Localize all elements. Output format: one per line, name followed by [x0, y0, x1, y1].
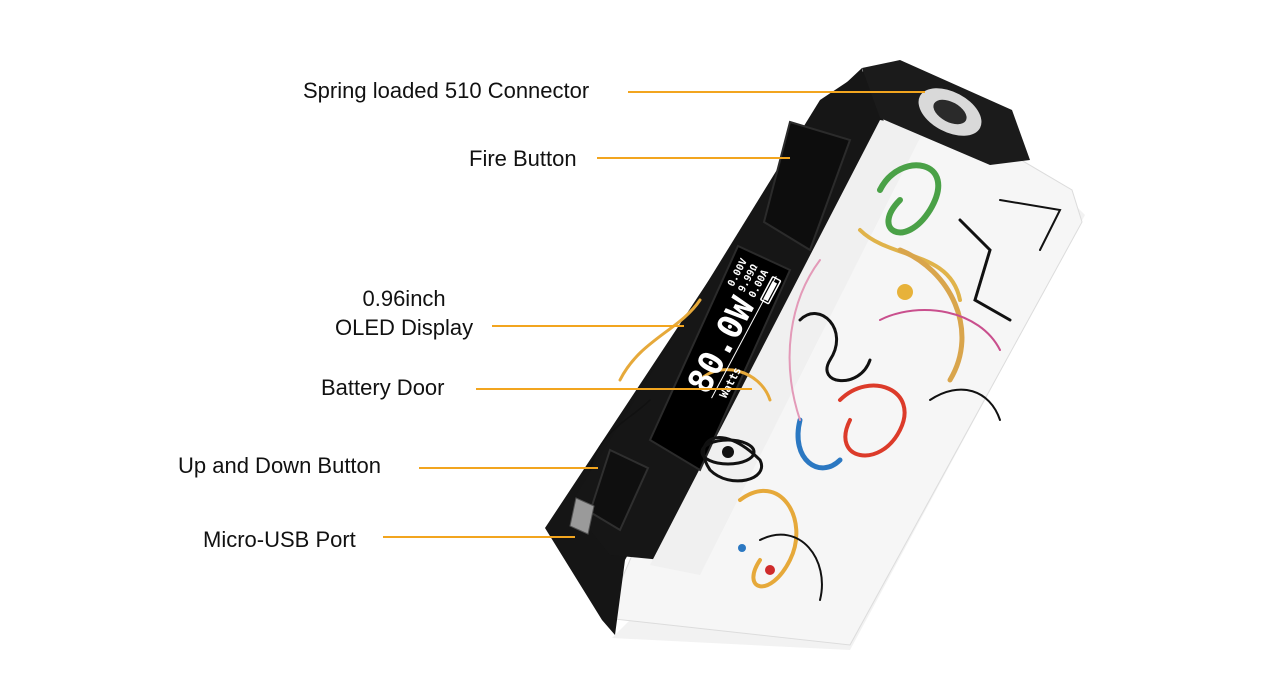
label-up-down-button: Up and Down Button [178, 451, 381, 480]
label-line: Battery Door [321, 375, 445, 400]
label-battery-door: Battery Door [321, 373, 445, 402]
device-body [545, 60, 1085, 650]
battery-icon [760, 276, 782, 305]
device-artwork [589, 162, 1062, 601]
label-line: Fire Button [469, 146, 577, 171]
label-line: 0.96inch [362, 286, 446, 311]
label-line: Up and Down Button [178, 453, 382, 478]
label-fire-button: Fire Button [469, 144, 577, 173]
label-510-connector: Spring loaded 510 Connector [303, 76, 589, 105]
label-micro-usb-port: Micro-USB Port [203, 525, 356, 554]
label-line: OLED Display [335, 315, 474, 340]
label-oled-display: 0.96inch OLED Display [335, 284, 473, 342]
label-line: Micro-USB Port [203, 527, 356, 552]
label-line: Spring loaded 510 Connector [303, 78, 590, 103]
